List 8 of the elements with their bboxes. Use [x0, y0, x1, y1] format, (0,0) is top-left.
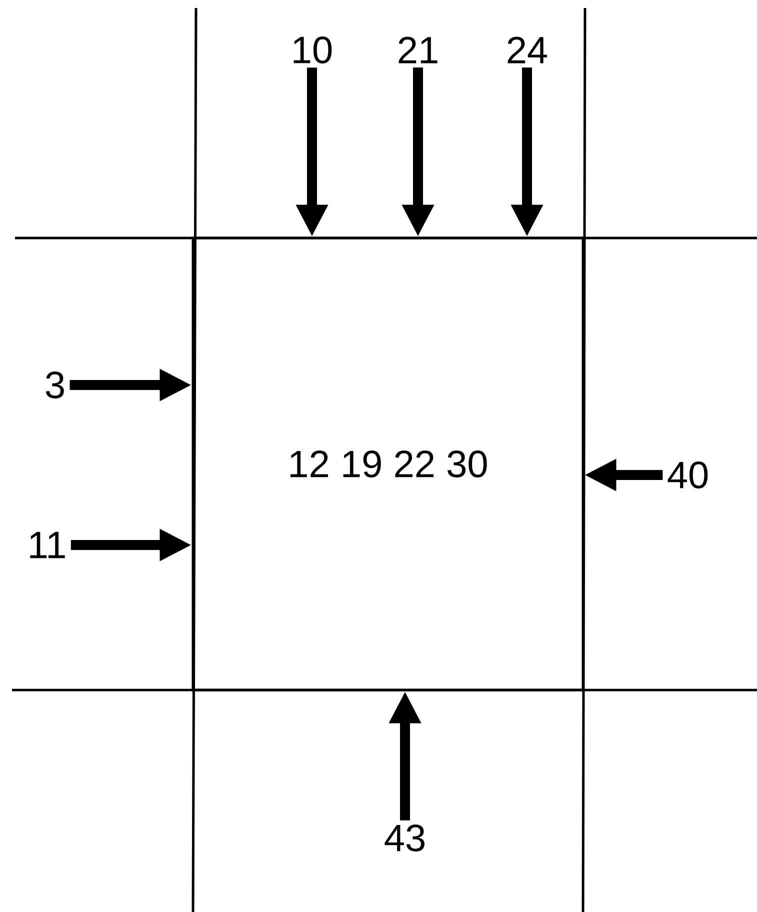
number-label: 11 [30, 532, 65, 558]
number-label: 10 [294, 36, 332, 64]
number-label: 24 [508, 36, 548, 64]
grid-cell: 12 19 22 30 [192, 236, 584, 692]
number-label: 21 [398, 36, 438, 64]
number-label: 3 [46, 372, 64, 398]
number-label: 43 [384, 824, 424, 852]
number-label: 40 [668, 462, 708, 488]
